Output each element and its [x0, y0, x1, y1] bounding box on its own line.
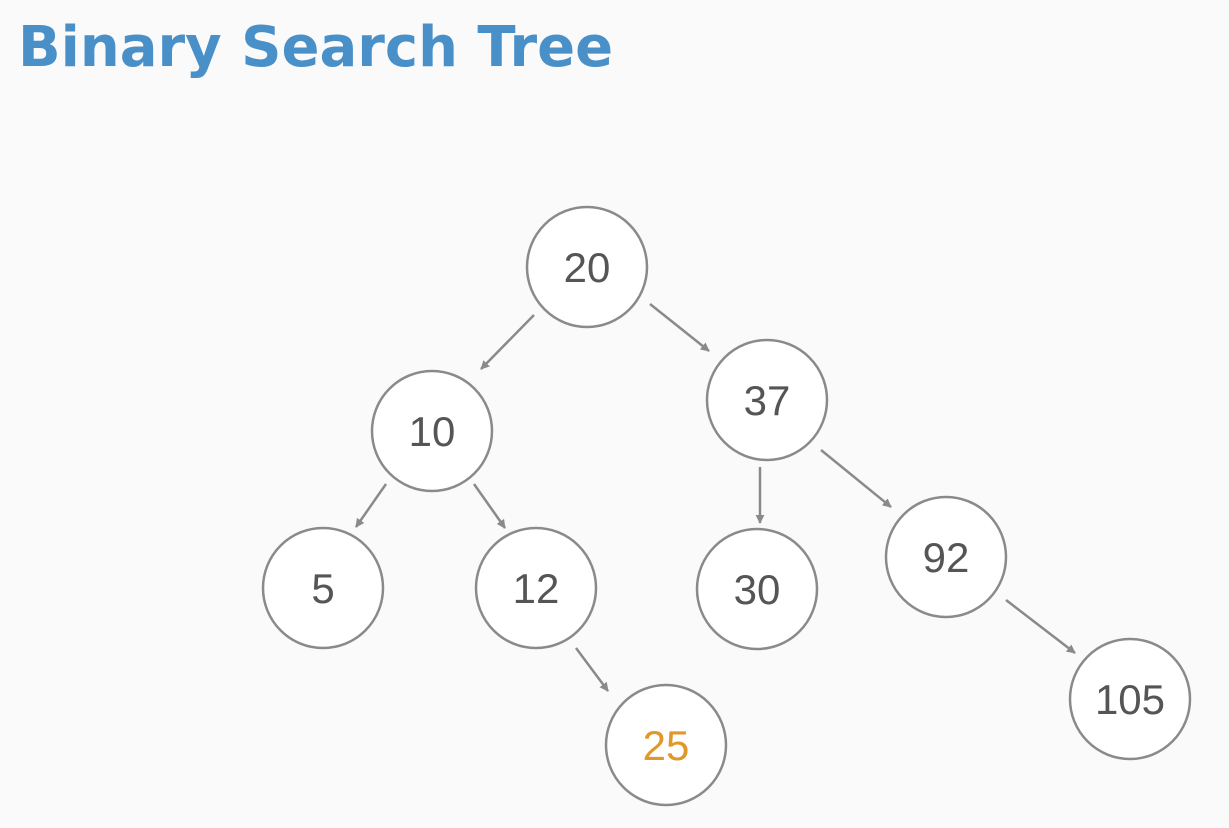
tree-node: 12 — [474, 526, 598, 650]
node-label: 10 — [409, 408, 456, 455]
slide-title: Binary Search Tree — [18, 15, 614, 80]
edge-10-12 — [472, 483, 507, 529]
node-circle — [695, 527, 819, 651]
edge-20-37 — [649, 303, 710, 352]
node-label: 30 — [734, 566, 781, 613]
edge-12-25 — [574, 647, 610, 692]
node-label-highlighted: 25 — [643, 722, 690, 769]
node-circle — [705, 338, 829, 462]
node-circle — [261, 526, 385, 650]
node-label: 12 — [513, 565, 560, 612]
tree-node: 37 — [705, 338, 829, 462]
tree-node: 92 — [884, 495, 1008, 619]
edge-92-105 — [1005, 599, 1076, 654]
node-circle — [1068, 637, 1192, 761]
tree-node: 20 — [525, 205, 649, 329]
node-circle — [884, 495, 1008, 619]
edges — [354, 303, 1076, 692]
edge-10-5 — [354, 483, 388, 528]
tree-node: 5 — [261, 526, 385, 650]
node-label: 37 — [744, 377, 791, 424]
tree-node: 10 — [370, 369, 494, 493]
node-label: 105 — [1095, 676, 1165, 723]
node-label: 5 — [311, 565, 334, 612]
edge-20-10 — [480, 314, 535, 370]
tree-node: 30 — [695, 527, 819, 651]
tree-node: 105 — [1068, 637, 1192, 761]
node-circle — [370, 369, 494, 493]
edge-37-92 — [820, 449, 892, 508]
node-label: 92 — [923, 534, 970, 581]
node-circle — [525, 205, 649, 329]
node-label: 20 — [564, 244, 611, 291]
tree-node-highlighted: 25 — [604, 683, 728, 807]
node-circle — [474, 526, 598, 650]
nodes: 20 10 37 5 12 30 — [261, 205, 1192, 807]
node-circle — [604, 683, 728, 807]
